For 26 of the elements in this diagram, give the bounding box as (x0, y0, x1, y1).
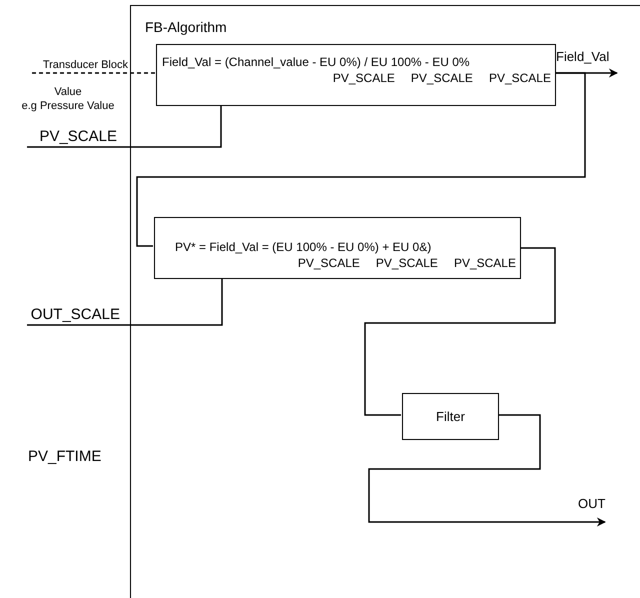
signal-label: e.g Pressure Value (20, 101, 116, 112)
variable-text: PV_SCALE (376, 255, 438, 271)
signal-label: Value (53, 87, 83, 98)
variable-text: PV_SCALE (488, 70, 551, 86)
input-text: Transducer Block (12, 58, 128, 73)
connector-line (364, 247, 556, 416)
variable-text: PV_SCALE (298, 255, 360, 271)
formula-text: Field_Val = (Channel_value - EU 0%) / EU 100% - EU 0% (162, 54, 471, 70)
variable-text: PV_SCALE (410, 70, 473, 86)
arrow (368, 414, 606, 526)
input-text: OUT_SCALE (10, 305, 120, 325)
input-text: PV_SCALE (22, 127, 117, 147)
edge-label: OUT (578, 497, 606, 510)
edge-label: Field_Val (556, 50, 610, 63)
block-title: FB-Algorithm (145, 18, 227, 37)
variable-text: PV_SCALE (454, 255, 516, 271)
formula-text: PV* = Field_Val = (EU 100% - EU 0%) + EU 0&) (175, 239, 432, 255)
connector-line (32, 72, 155, 74)
variable-text: PV_SCALE (332, 70, 395, 86)
connector-line (27, 278, 223, 326)
block-frame (130, 5, 640, 598)
signal-label: PV_FTIME (28, 449, 102, 464)
filter-box: Filter (402, 393, 499, 440)
formula-box (156, 44, 556, 106)
connector-line (27, 105, 222, 148)
formula-box (154, 217, 521, 279)
